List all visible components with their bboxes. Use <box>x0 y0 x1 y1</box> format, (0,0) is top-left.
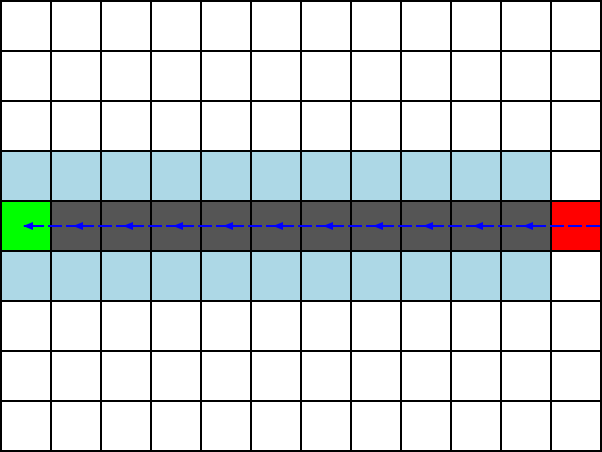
empty-cell <box>551 101 601 151</box>
empty-cell <box>1 351 51 401</box>
empty-cell <box>401 51 451 101</box>
empty-cell <box>201 401 251 451</box>
explored-cell <box>351 251 401 301</box>
empty-cell <box>201 1 251 51</box>
empty-cell <box>251 301 301 351</box>
empty-cell <box>451 301 501 351</box>
empty-cell <box>351 301 401 351</box>
empty-cell <box>301 101 351 151</box>
empty-cell <box>1 301 51 351</box>
empty-cell <box>351 101 401 151</box>
empty-cell <box>301 1 351 51</box>
explored-cell <box>151 151 201 201</box>
empty-cell <box>151 51 201 101</box>
empty-cell <box>101 1 151 51</box>
empty-cell <box>101 51 151 101</box>
empty-cell <box>501 1 551 51</box>
explored-cell <box>501 251 551 301</box>
empty-cell <box>351 351 401 401</box>
empty-cell <box>251 1 301 51</box>
empty-cell <box>1 101 51 151</box>
empty-cell <box>251 101 301 151</box>
empty-cell <box>51 301 101 351</box>
empty-cell <box>51 51 101 101</box>
empty-cell <box>151 401 201 451</box>
empty-cell <box>1 51 51 101</box>
explored-cell <box>401 151 451 201</box>
empty-cell <box>551 51 601 101</box>
empty-cell <box>551 401 601 451</box>
empty-cell <box>501 101 551 151</box>
empty-cell <box>351 1 401 51</box>
explored-cell <box>51 151 101 201</box>
explored-cell <box>401 251 451 301</box>
empty-cell <box>101 101 151 151</box>
empty-cell <box>451 101 501 151</box>
empty-cell <box>401 301 451 351</box>
empty-cell <box>351 51 401 101</box>
empty-cell <box>201 301 251 351</box>
empty-cell <box>351 401 401 451</box>
empty-cell <box>401 101 451 151</box>
empty-cell <box>201 101 251 151</box>
empty-cell <box>551 301 601 351</box>
empty-cell <box>201 351 251 401</box>
explored-cell <box>51 251 101 301</box>
explored-cell <box>301 251 351 301</box>
explored-cell <box>251 151 301 201</box>
empty-cell <box>51 351 101 401</box>
explored-cell <box>451 151 501 201</box>
empty-cell <box>451 401 501 451</box>
empty-cell <box>151 101 201 151</box>
empty-cell <box>551 151 601 201</box>
empty-cell <box>501 301 551 351</box>
empty-cell <box>301 351 351 401</box>
explored-cell <box>351 151 401 201</box>
explored-cell <box>151 251 201 301</box>
empty-cell <box>301 51 351 101</box>
empty-cell <box>551 251 601 301</box>
empty-cell <box>1 401 51 451</box>
empty-cell <box>551 351 601 401</box>
explored-cell <box>251 251 301 301</box>
explored-cell <box>1 151 51 201</box>
empty-cell <box>151 1 201 51</box>
empty-cell <box>301 401 351 451</box>
empty-cell <box>101 401 151 451</box>
empty-cell <box>501 401 551 451</box>
empty-cell <box>401 401 451 451</box>
empty-cell <box>101 301 151 351</box>
explored-cell <box>101 251 151 301</box>
empty-cell <box>201 51 251 101</box>
empty-cell <box>451 351 501 401</box>
empty-cell <box>401 351 451 401</box>
empty-cell <box>51 401 101 451</box>
empty-cell <box>551 1 601 51</box>
empty-cell <box>251 351 301 401</box>
empty-cell <box>1 1 51 51</box>
explored-cell <box>301 151 351 201</box>
empty-cell <box>451 51 501 101</box>
explored-cell <box>501 151 551 201</box>
empty-cell <box>451 1 501 51</box>
empty-cell <box>151 301 201 351</box>
explored-cell <box>201 251 251 301</box>
explored-cell <box>101 151 151 201</box>
explored-cell <box>451 251 501 301</box>
empty-cell <box>151 351 201 401</box>
empty-cell <box>251 401 301 451</box>
explored-cell <box>1 251 51 301</box>
empty-cell <box>101 351 151 401</box>
empty-cell <box>501 351 551 401</box>
empty-cell <box>51 101 101 151</box>
empty-cell <box>301 301 351 351</box>
explored-cell <box>201 151 251 201</box>
empty-cell <box>251 51 301 101</box>
empty-cell <box>51 1 101 51</box>
empty-cell <box>501 51 551 101</box>
empty-cell <box>401 1 451 51</box>
